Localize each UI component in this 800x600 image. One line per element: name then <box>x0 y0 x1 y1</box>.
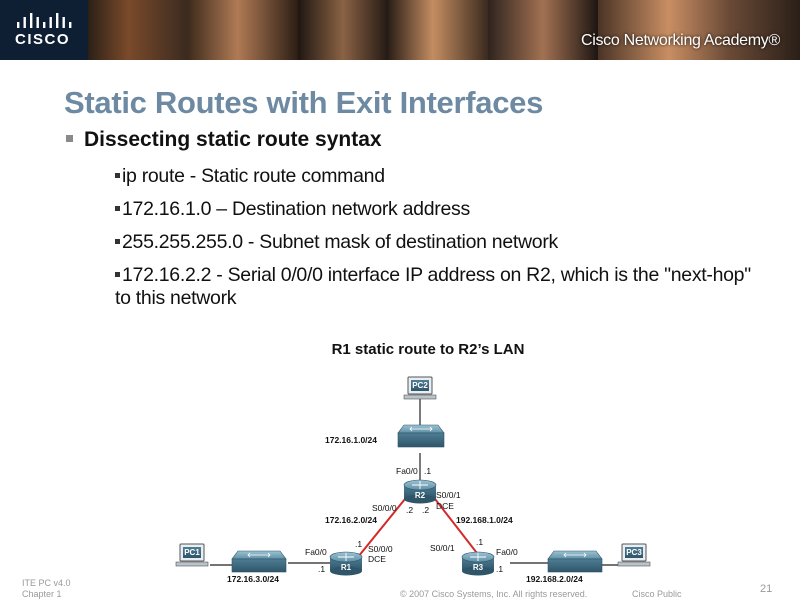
diagram-title: R1 static route to R2’s LAN <box>332 341 525 358</box>
r2-lan-switch-icon <box>397 424 445 448</box>
footer-course: ITE PC v4.0 <box>22 578 71 588</box>
square-bullet-icon <box>115 206 120 211</box>
r2-s001-label: S0/0/1 <box>436 490 461 500</box>
list-item: ip route - Static route command <box>115 165 755 188</box>
banner-photo-5 <box>488 0 598 60</box>
r1-fa-ip: .1 <box>318 564 325 574</box>
router-r1-icon: R1 <box>329 551 363 576</box>
slide-title: Static Routes with Exit Interfaces <box>64 85 544 120</box>
cisco-wordmark: CISCO <box>15 31 71 48</box>
net-r1-lan-label: 172.16.3.0/24 <box>227 574 279 584</box>
pc1-computer-icon: PC1 <box>175 543 209 567</box>
cisco-logo: CISCO <box>0 0 88 60</box>
bullet-text: 172.16.1.0 – Destination network address <box>122 198 470 220</box>
pc3-computer-icon: PC3 <box>617 543 651 567</box>
banner-photo-2 <box>188 0 298 60</box>
square-bullet-icon <box>66 135 73 142</box>
r1-fa-label: Fa0/0 <box>305 547 327 557</box>
r2-dce-label: DCE <box>436 501 454 511</box>
footer-chapter: Chapter 1 <box>22 589 62 599</box>
subhead-text: Dissecting static route syntax <box>84 128 382 151</box>
r1-s000-ip: .1 <box>355 539 362 549</box>
square-bullet-icon <box>115 239 120 244</box>
r3-s001-ip: .1 <box>476 537 483 547</box>
banner-photo-1 <box>88 0 188 60</box>
bullet-text: 172.16.2.2 - Serial 0/0/0 interface IP a… <box>115 264 751 309</box>
net-r2-r3-label: 192.168.1.0/24 <box>456 515 513 525</box>
slide-subhead: Dissecting static route syntax <box>66 128 382 152</box>
r3-label: R3 <box>473 563 484 572</box>
bullet-text: 255.255.255.0 - Subnet mask of destinati… <box>122 231 558 253</box>
r2-label: R2 <box>415 491 426 500</box>
pc3-label: PC3 <box>626 548 642 557</box>
r2-s001-ip: .2 <box>422 505 429 515</box>
r2-fa-label: Fa0/0 <box>396 466 418 476</box>
academy-label: Cisco Networking Academy® <box>580 32 780 49</box>
router-r3-icon: R3 <box>461 551 495 576</box>
square-bullet-icon <box>115 173 120 178</box>
square-bullet-icon <box>115 272 120 277</box>
list-item: 172.16.1.0 – Destination network address <box>115 198 755 221</box>
banner-photo-3 <box>298 0 388 60</box>
net-r2-lan-label: 172.16.1.0/24 <box>325 435 377 445</box>
r1-label: R1 <box>341 563 352 572</box>
r1-lan-switch-icon <box>231 550 287 573</box>
pc1-label: PC1 <box>184 548 200 557</box>
r1-dce-label: DCE <box>368 554 386 564</box>
list-item: 255.255.255.0 - Subnet mask of destinati… <box>115 231 755 254</box>
network-diagram: R1 static route to R2’s LAN PC2 172.16.1… <box>175 341 651 584</box>
net-r1-r2-label: 172.16.2.0/24 <box>325 515 377 525</box>
serial-link-r1-r2 <box>357 498 406 558</box>
serial-link-r2-r3 <box>434 498 481 558</box>
r3-lan-switch-icon <box>547 550 603 573</box>
header-banner: CISCO Cisco Networking Academy® <box>0 0 800 60</box>
page-number: 21 <box>760 583 773 595</box>
banner-photo-6 <box>598 0 800 60</box>
cisco-bridge-icon <box>17 13 72 28</box>
bullet-text: ip route - Static route command <box>122 165 385 187</box>
footer-copyright: © 2007 Cisco Systems, Inc. All rights re… <box>400 589 588 599</box>
net-r3-lan-label: 192.168.2.0/24 <box>526 574 583 584</box>
banner-photo-4 <box>388 0 488 60</box>
r1-s000-label: S0/0/0 <box>368 544 393 554</box>
bullet-list: ip route - Static route command 172.16.1… <box>115 165 755 320</box>
r3-fa-ip: .1 <box>496 564 503 574</box>
r3-fa-label: Fa0/0 <box>496 547 518 557</box>
r2-s000-ip: .2 <box>406 505 413 515</box>
router-r2-icon: R2 <box>403 479 437 504</box>
r3-s001-label: S0/0/1 <box>430 543 455 553</box>
pc2-computer-icon: PC2 <box>403 376 437 400</box>
list-item: 172.16.2.2 - Serial 0/0/0 interface IP a… <box>115 264 755 310</box>
r2-fa-ip: .1 <box>424 466 431 476</box>
footer-classification: Cisco Public <box>632 589 682 599</box>
pc2-label: PC2 <box>412 381 428 390</box>
r2-s000-label: S0/0/0 <box>372 503 397 513</box>
